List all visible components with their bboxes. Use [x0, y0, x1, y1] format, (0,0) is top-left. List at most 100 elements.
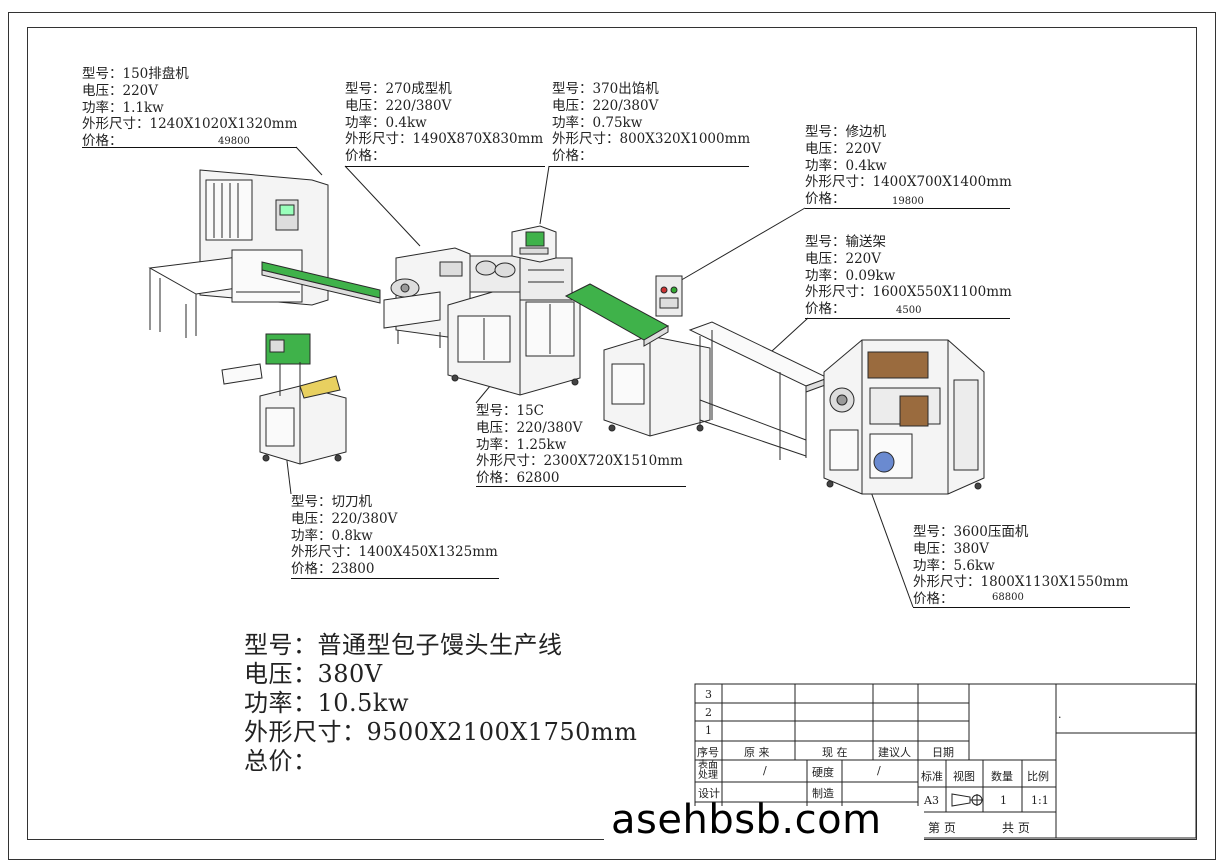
rev-row-3: 3: [705, 688, 712, 701]
spec-conveyor-voltage: 电压：220V: [805, 250, 882, 267]
spec-conveyor: 型号：输送架 电压：220V 功率：0.09kw 外形尺寸：1600X550X1…: [805, 234, 1012, 318]
outer-frame: [8, 12, 1216, 860]
spec-trim-model: 型号：修边机: [805, 124, 886, 140]
machine-conveyor: [688, 321, 830, 460]
leader-370: [539, 165, 550, 225]
spec-trim-voltage: 电压：220V: [805, 140, 882, 157]
spec-270-power: 功率：0.4kw: [345, 114, 427, 131]
machine-150: [148, 169, 381, 338]
underline-150: [82, 147, 297, 148]
tb-seq: 序号: [697, 746, 719, 759]
tb-qty: 数量: [991, 770, 1013, 783]
summary-price: 总价：: [244, 747, 318, 775]
spec-cutter-price-label: 价格：23800: [291, 561, 498, 578]
underline-15c: [476, 486, 686, 487]
summary-model: 型号：普通型包子馒头生产线: [244, 631, 563, 659]
tb-standard: 标准: [921, 770, 943, 783]
spec-3600-price: 68800: [992, 592, 1024, 603]
spec-cutter-voltage: 电压：220/380V: [291, 510, 398, 527]
spec-3600-size: 外形尺寸：1800X1130X1550mm: [913, 574, 1129, 591]
tb-page: 第 页: [928, 821, 956, 835]
leader-trim: [677, 207, 806, 283]
spec-270-voltage: 电压：220/380V: [345, 97, 452, 114]
tb-qty-value: 1: [1000, 794, 1007, 807]
tb-design: 设计: [698, 787, 720, 800]
spec-trim: 型号：修边机 电压：220V 功率：0.4kw 外形尺寸：1400X700X14…: [805, 124, 1012, 208]
spec-conveyor-price: 4500: [896, 305, 922, 316]
spec-cutter-price: 23800: [331, 561, 375, 578]
spec-15c-size: 外形尺寸：2300X720X1510mm: [476, 453, 683, 470]
tb-slash-1: /: [763, 764, 767, 777]
leader-270: [344, 165, 421, 247]
spec-15c-price-label: 价格：62800: [476, 470, 683, 487]
tb-surface: 表面处理: [698, 760, 718, 781]
summary-power: 功率：10.5kw: [244, 689, 410, 717]
machine-cutter: [221, 333, 347, 465]
spec-150-voltage: 电压：220V: [82, 82, 159, 99]
spec-370-price-label: 价格：: [552, 148, 593, 165]
machine-3600: [823, 339, 985, 495]
tb-scale: 比例: [1027, 770, 1049, 783]
spec-150-size: 外形尺寸：1240X1020X1320mm: [82, 116, 298, 133]
spec-trim-size: 外形尺寸：1400X700X1400mm: [805, 174, 1012, 191]
spec-cutter-power: 功率：0.8kw: [291, 527, 373, 544]
spec-370: 型号：370出馅机 电压：220/380V 功率：0.75kw 外形尺寸：800…: [552, 81, 750, 165]
spec-370-voltage: 电压：220/380V: [552, 97, 659, 114]
spec-15c-price: 62800: [516, 470, 560, 487]
spec-150-price-label: 价格：: [82, 133, 123, 150]
tb-date: 日期: [932, 746, 954, 759]
spec-cutter-price-text: 价格：: [291, 561, 332, 578]
spec-270-size: 外形尺寸：1490X870X830mm: [345, 131, 544, 148]
spec-15c-price-text: 价格：: [476, 470, 517, 487]
spec-3600-voltage: 电压：380V: [913, 540, 990, 557]
summary-voltage: 电压：380V: [244, 660, 383, 688]
tb-hardness: 硬度: [812, 766, 834, 779]
spec-270-price-label: 价格：: [345, 148, 386, 165]
watermark-text: asehbsb.com: [611, 797, 882, 843]
spec-370-size: 外形尺寸：800X320X1000mm: [552, 131, 751, 148]
spec-3600: 型号：3600压面机 电压：380V 功率：5.6kw 外形尺寸：1800X11…: [913, 524, 1128, 608]
underline-270: [345, 166, 545, 167]
spec-3600-power: 功率：5.6kw: [913, 557, 995, 574]
spec-trim-power: 功率：0.4kw: [805, 157, 887, 174]
spec-conveyor-power: 功率：0.09kw: [805, 267, 896, 284]
spec-conveyor-price-label: 价格：: [805, 301, 846, 318]
spec-370-model: 型号：370出馅机: [552, 81, 659, 97]
spec-270: 型号：270成型机 电压：220/380V 功率：0.4kw 外形尺寸：1490…: [345, 81, 543, 165]
rev-row-1: 1: [705, 724, 712, 737]
tb-original: 原 来: [744, 746, 770, 759]
spec-trim-price-label: 价格：: [805, 191, 846, 208]
underline-cutter: [291, 578, 499, 579]
spec-cutter-model: 型号：切刀机: [291, 494, 372, 510]
tb-manufacture: 制造: [812, 787, 834, 800]
spec-cutter: 型号：切刀机 电压：220/380V 功率：0.8kw 外形尺寸：1400X45…: [291, 494, 498, 578]
spec-150-model: 型号：150排盘机: [82, 66, 189, 82]
tb-dot: .: [1058, 708, 1062, 721]
spec-conveyor-model: 型号：输送架: [805, 234, 886, 250]
line-summary: 型号：普通型包子馒头生产线 电压：380V 功率：10.5kw 外形尺寸：950…: [244, 631, 637, 776]
underline-370: [549, 166, 749, 167]
machine-370: [511, 225, 557, 263]
tb-scale-value: 1:1: [1031, 794, 1049, 807]
tb-slash-2: /: [877, 764, 881, 777]
machine-15c: [447, 255, 581, 396]
spec-150-power: 功率：1.1kw: [82, 99, 164, 116]
spec-150: 型号：150排盘机 电压：220V 功率：1.1kw 外形尺寸：1240X102…: [82, 66, 297, 150]
spec-15c: 型号：15C 电压：220/380V 功率：1.25kw 外形尺寸：2300X7…: [476, 403, 683, 487]
rev-row-2: 2: [705, 706, 712, 719]
watermark-backdrop: [604, 806, 924, 848]
spec-15c-power: 功率：1.25kw: [476, 436, 567, 453]
spec-cutter-size: 外形尺寸：1400X450X1325mm: [291, 544, 498, 561]
spec-3600-model: 型号：3600压面机: [913, 524, 1029, 540]
spec-15c-voltage: 电压：220/380V: [476, 419, 583, 436]
underline-3600: [913, 607, 1130, 608]
tb-view: 视图: [953, 770, 975, 783]
summary-size: 外形尺寸：9500X2100X1750mm: [244, 718, 638, 746]
spec-150-price: 49800: [218, 136, 250, 147]
leader-150: [295, 146, 323, 176]
underline-trim: [805, 208, 1010, 209]
spec-15c-model: 型号：15C: [476, 403, 545, 419]
underline-conveyor: [805, 318, 1010, 319]
